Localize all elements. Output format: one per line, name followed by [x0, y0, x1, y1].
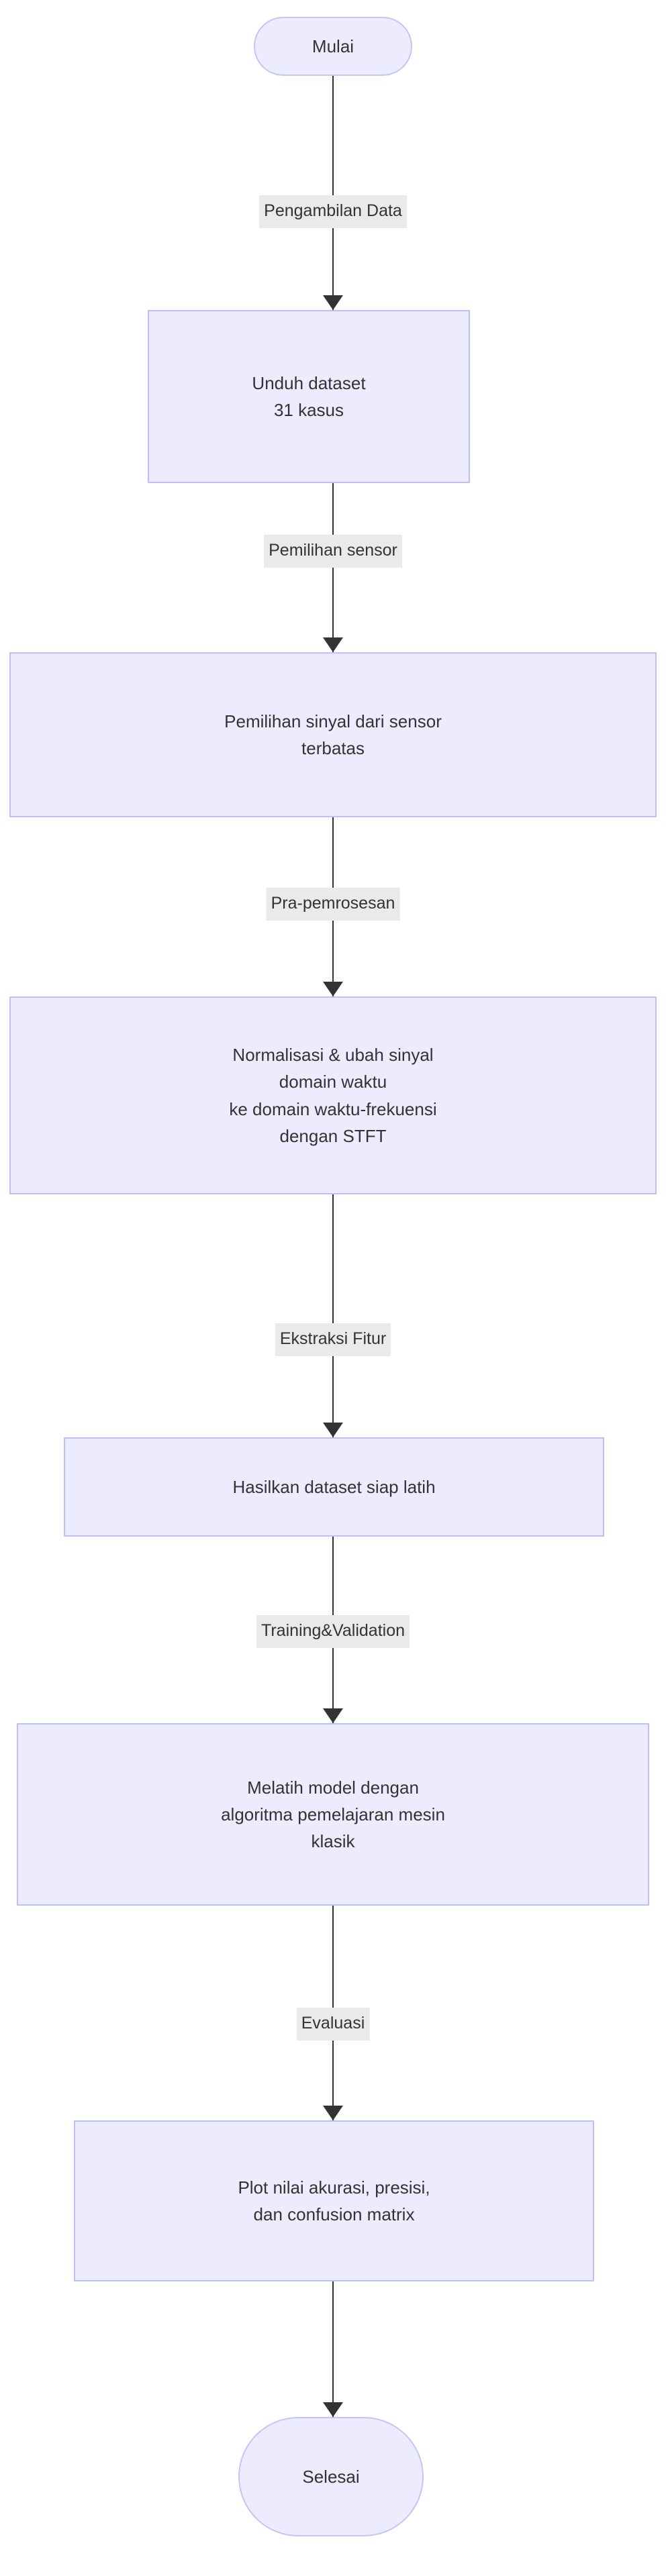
- node-melatih-model-label: Melatih model dengan algoritma pemelajar…: [221, 1777, 445, 1852]
- node-mulai[interactable]: Mulai: [254, 17, 412, 76]
- edge-arrowhead-plot-to-selesai: [323, 2402, 343, 2417]
- node-normalisasi-stft-label: Normalisasi & ubah sinyal domain waktu k…: [229, 1044, 437, 1146]
- node-pemilihan-sinyal-label: Pemilihan sinyal dari sensor terbatas: [224, 711, 442, 758]
- node-plot-metrik-label: Plot nilai akurasi, presisi, dan confusi…: [238, 2177, 430, 2224]
- edge-arrowhead-unduh-to-pemilihan: [323, 637, 343, 652]
- edge-arrowhead-melatih-to-plot: [323, 2106, 343, 2120]
- edge-label-pra-pemrosesan: Pra-pemrosesan: [266, 888, 400, 921]
- node-unduh-dataset-label: Unduh dataset 31 kasus: [252, 372, 366, 420]
- node-hasilkan-dataset-label: Hasilkan dataset siap latih: [232, 1476, 436, 1497]
- node-melatih-model[interactable]: Melatih model dengan algoritma pemelajar…: [17, 1723, 649, 1906]
- node-pemilihan-sinyal[interactable]: Pemilihan sinyal dari sensor terbatas: [9, 652, 657, 817]
- edge-arrowhead-mulai-to-unduh: [323, 295, 343, 310]
- edge-line-plot-to-selesai: [332, 2281, 334, 2417]
- edge-label-pengambilan-data: Pengambilan Data: [259, 195, 407, 228]
- edge-label-ekstraksi-fitur: Ekstraksi Fitur: [275, 1323, 391, 1356]
- node-selesai-label: Selesai: [302, 2466, 360, 2487]
- node-unduh-dataset[interactable]: Unduh dataset 31 kasus: [148, 310, 470, 483]
- edge-line-mulai-to-unduh: [332, 76, 334, 310]
- edge-arrowhead-hasilkan-to-melatih: [323, 1708, 343, 1723]
- edge-arrowhead-pemilihan-to-normalisasi: [323, 982, 343, 996]
- node-normalisasi-stft[interactable]: Normalisasi & ubah sinyal domain waktu k…: [9, 996, 657, 1194]
- edge-line-unduh-to-pemilihan: [332, 483, 334, 652]
- node-plot-metrik[interactable]: Plot nilai akurasi, presisi, dan confusi…: [74, 2120, 594, 2281]
- edge-label-evaluasi: Evaluasi: [296, 2008, 370, 2041]
- edge-label-training-validation: Training&Validation: [256, 1615, 410, 1648]
- node-mulai-label: Mulai: [312, 36, 354, 56]
- edge-line-normalisasi-to-hasilkan: [332, 1194, 334, 1437]
- node-selesai[interactable]: Selesai: [238, 2417, 424, 2536]
- edge-arrowhead-normalisasi-to-hasilkan: [323, 1423, 343, 1437]
- edge-label-pemilihan-sensor: Pemilihan sensor: [264, 535, 402, 568]
- node-hasilkan-dataset[interactable]: Hasilkan dataset siap latih: [64, 1437, 604, 1537]
